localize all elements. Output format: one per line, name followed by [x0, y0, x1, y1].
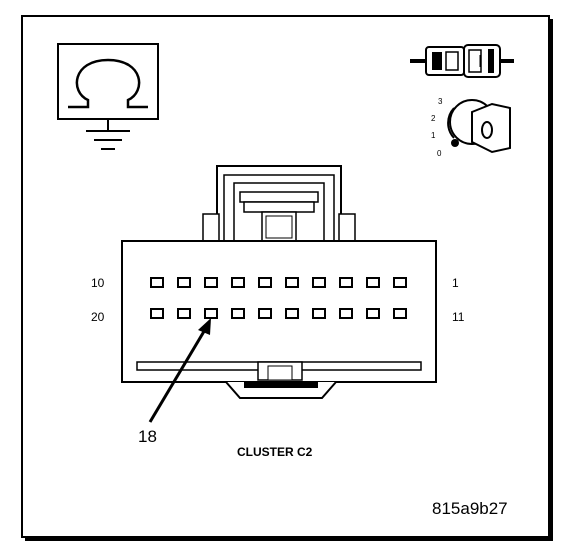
pin-cavity-17 — [231, 308, 245, 319]
callout-pin-number: 18 — [138, 427, 157, 446]
pin-cavity-10 — [150, 277, 164, 288]
ground-resistance-icon — [57, 43, 159, 150]
ignition-pos-2: 2 — [431, 114, 436, 123]
pin-cavity-3 — [339, 277, 353, 288]
connector-body — [121, 165, 437, 399]
pin-cavity-14 — [312, 308, 326, 319]
pin-row-bottom — [150, 308, 407, 319]
pin-cavity-11 — [393, 308, 407, 319]
pin-cavity-7 — [231, 277, 245, 288]
pin-cavity-16 — [258, 308, 272, 319]
pin-cavity-12 — [366, 308, 380, 319]
connector-plug-icon — [410, 44, 514, 78]
callout-arrow — [148, 318, 211, 423]
pin-cavity-1 — [393, 277, 407, 288]
ignition-key-icon: 3 2 1 0 — [431, 97, 511, 158]
ignition-pos-3: 3 — [438, 97, 443, 106]
pin-cavity-13 — [339, 308, 353, 319]
pin-cavity-20 — [150, 308, 164, 319]
pin-cavity-4 — [312, 277, 326, 288]
pin-cavity-6 — [258, 277, 272, 288]
pin-cavity-8 — [204, 277, 218, 288]
pin-label-20: 20 — [91, 310, 105, 324]
pin-cavity-18 — [204, 308, 218, 319]
pin-row-top — [150, 277, 407, 288]
pin-cavity-5 — [285, 277, 299, 288]
pin-cavity-2 — [366, 277, 380, 288]
pin-cavity-9 — [177, 277, 191, 288]
pin-label-1: 1 — [452, 276, 459, 290]
ignition-pos-0: 0 — [437, 149, 442, 158]
ignition-pos-1: 1 — [431, 131, 436, 140]
pin-label-10: 10 — [91, 276, 105, 290]
figure-code: 815a9b27 — [432, 499, 508, 518]
pin-cavity-19 — [177, 308, 191, 319]
pin-label-11: 11 — [452, 310, 465, 324]
connector-title: CLUSTER C2 — [237, 445, 313, 459]
pin-cavity-15 — [285, 308, 299, 319]
